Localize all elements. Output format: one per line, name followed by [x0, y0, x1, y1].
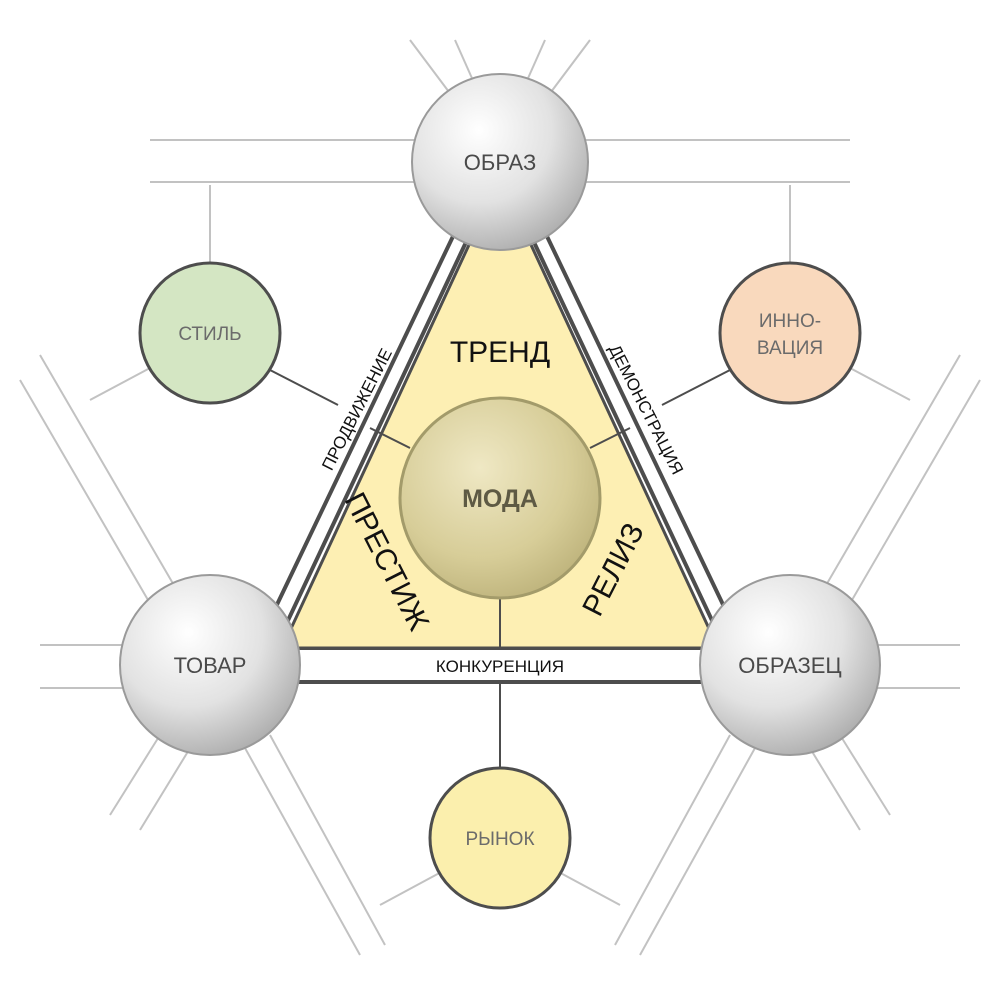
center-sphere — [398, 396, 602, 600]
satellite-innovation-line2: ВАЦИЯ — [757, 338, 823, 359]
satellite-market-label: РЫНОК — [465, 829, 534, 850]
satellite-style-label: СТИЛЬ — [178, 324, 241, 345]
vertex-label-obraz: ОБРАЗ — [464, 150, 536, 175]
satellite-style — [138, 261, 282, 405]
center-connectors — [369, 427, 631, 648]
vertex-sphere-obraz — [411, 73, 589, 251]
vertex-sphere-obrazets — [699, 574, 881, 756]
edge-competition-bg — [300, 651, 700, 679]
zone-trend: ТРЕНД — [450, 336, 550, 369]
center-label: МОДА — [462, 485, 538, 513]
vertex-sphere-tovar — [119, 574, 301, 756]
satellite-innovation — [718, 261, 862, 405]
satellite-connectors — [269, 369, 731, 772]
satellite-innovation-line1: ИННО- — [759, 311, 821, 332]
satellite-market — [428, 766, 572, 910]
vertex-label-tovar: ТОВАР — [174, 653, 247, 678]
vertex-label-obrazets: ОБРАЗЕЦ — [738, 653, 841, 678]
edge-competition: КОНКУРЕНЦИЯ — [436, 657, 564, 676]
